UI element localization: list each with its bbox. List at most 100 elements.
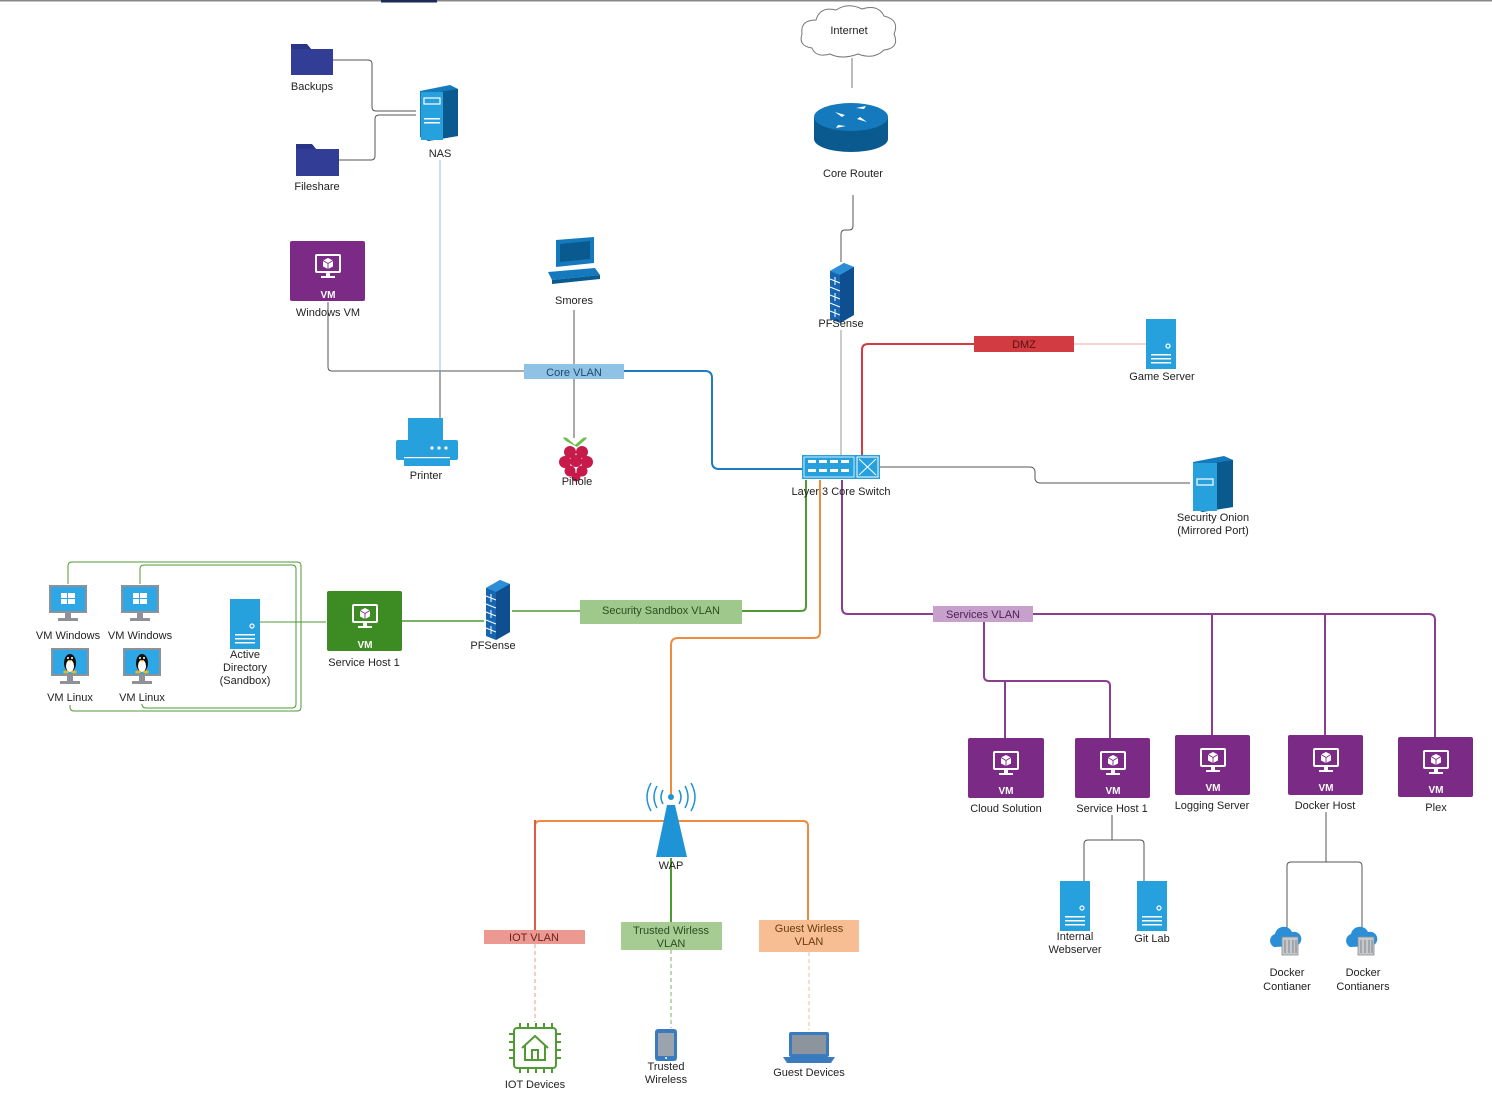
wireless-access-point-icon bbox=[646, 782, 696, 857]
pihole-label: Pihole bbox=[562, 476, 593, 488]
docker-container-label: Docker bbox=[1270, 967, 1305, 979]
internal-webserver-label: Internal bbox=[1057, 931, 1094, 943]
iot-chip-icon bbox=[509, 1023, 561, 1073]
backups-label: Backups bbox=[291, 81, 334, 93]
svg-text:IOT VLAN: IOT VLAN bbox=[509, 932, 559, 944]
fileshare-label: Fileshare bbox=[294, 181, 339, 193]
security-onion-label: Security Onion bbox=[1177, 512, 1249, 524]
vlan-tag-guest-wireless: Guest Wirless VLAN bbox=[759, 920, 859, 952]
svg-text:Core VLAN: Core VLAN bbox=[546, 367, 602, 379]
vlan-tag-dmz: DMZ bbox=[974, 336, 1074, 352]
docker-container-label: Docker bbox=[1346, 967, 1381, 979]
service-host-sandbox-box: VM bbox=[327, 591, 402, 651]
wap-label: WAP bbox=[659, 860, 684, 872]
folder-icon bbox=[291, 44, 333, 75]
active-directory-label: Active bbox=[230, 649, 260, 661]
svg-text:VM: VM bbox=[358, 640, 373, 651]
logging-server-label: Logging Server bbox=[1175, 800, 1250, 812]
tablet-icon bbox=[655, 1029, 677, 1061]
docker-host-label: Docker Host bbox=[1295, 800, 1356, 812]
docker-container-label: Contianers bbox=[1336, 981, 1390, 993]
svg-text:DMZ: DMZ bbox=[1012, 339, 1036, 351]
vm-linux-label: VM Linux bbox=[47, 692, 93, 704]
docker-host-vm-box: VM bbox=[1288, 735, 1363, 795]
service-host-sandbox-label: Service Host 1 bbox=[328, 657, 400, 669]
svg-text:VM: VM bbox=[1206, 783, 1221, 794]
router-icon bbox=[814, 103, 888, 152]
window-tab-marker bbox=[381, 0, 437, 3]
windows-monitor-icon bbox=[49, 585, 87, 621]
active-directory-label: (Sandbox) bbox=[220, 675, 271, 687]
svg-text:Security Sandbox VLAN: Security Sandbox VLAN bbox=[602, 605, 720, 617]
game-server-icon bbox=[1145, 318, 1177, 370]
cloud-solution-vm-box: VM bbox=[968, 738, 1044, 798]
active-directory-label: Directory bbox=[223, 662, 268, 674]
docker-container-icon bbox=[1269, 926, 1302, 956]
vlan-tag-core: Core VLAN bbox=[524, 364, 624, 379]
plex-vm-box: VM bbox=[1398, 737, 1473, 797]
gitlab-label: Git Lab bbox=[1134, 933, 1169, 945]
pfsense-firewall-icon bbox=[485, 579, 511, 641]
svg-text:VLAN: VLAN bbox=[657, 938, 686, 950]
cloud-solution-label: Cloud Solution bbox=[970, 803, 1042, 815]
nas-label: NAS bbox=[429, 148, 452, 160]
connections bbox=[67, 58, 1436, 1030]
docker-container-label: Contianer bbox=[1263, 981, 1311, 993]
vm-linux-label: VM Linux bbox=[119, 692, 165, 704]
nas-server-icon bbox=[420, 85, 458, 141]
vm-windows-label: VM Windows bbox=[36, 630, 101, 642]
linux-monitor-icon bbox=[123, 648, 161, 684]
vlan-tag-security-sandbox: Security Sandbox VLAN bbox=[580, 600, 742, 624]
l3-switch-label: Layer 3 Core Switch bbox=[791, 486, 890, 498]
svg-text:Services VLAN: Services VLAN bbox=[946, 609, 1020, 621]
windows-monitor-icon bbox=[121, 585, 159, 621]
svg-text:VM: VM bbox=[1319, 783, 1334, 794]
service-host-vm-box: VM bbox=[1075, 738, 1150, 798]
linux-monitor-icon bbox=[51, 648, 89, 684]
gitlab-server-icon bbox=[1136, 880, 1168, 932]
svg-text:Trusted Wirless: Trusted Wirless bbox=[633, 925, 709, 937]
docker-container-icon bbox=[1345, 926, 1378, 956]
guest-devices-label: Guest Devices bbox=[773, 1067, 845, 1079]
windows-vm-label: Windows VM bbox=[296, 307, 360, 319]
vm-windows-label: VM Windows bbox=[108, 630, 173, 642]
folder-icon bbox=[296, 144, 339, 176]
internal-webserver-label: Webserver bbox=[1049, 944, 1102, 956]
vlan-tag-services: Services VLAN bbox=[933, 606, 1033, 622]
svg-text:VM: VM bbox=[999, 786, 1014, 797]
window-top-edge bbox=[0, 0, 1492, 2]
desktop-computer-icon bbox=[548, 237, 600, 284]
iot-devices-label: IOT Devices bbox=[505, 1079, 566, 1091]
svg-text:VM: VM bbox=[321, 290, 336, 301]
raspberry-pi-icon bbox=[559, 437, 593, 482]
vlan-tag-iot: IOT VLAN bbox=[484, 930, 585, 944]
pfsense-sandbox-label: PFSense bbox=[470, 640, 515, 652]
printer-label: Printer bbox=[410, 470, 443, 482]
security-onion-server-icon bbox=[1193, 456, 1233, 512]
logging-server-vm-box: VM bbox=[1175, 735, 1250, 795]
switch-icon bbox=[802, 455, 880, 479]
trusted-wireless-label: Trusted bbox=[648, 1061, 685, 1073]
laptop-icon bbox=[783, 1032, 835, 1063]
svg-text:VLAN: VLAN bbox=[795, 936, 824, 948]
pfsense-top-label: PFSense bbox=[818, 318, 863, 330]
trusted-wireless-label: Wireless bbox=[645, 1074, 688, 1086]
svg-text:VM: VM bbox=[1106, 786, 1121, 797]
printer-icon bbox=[396, 418, 458, 466]
core-router-label: Core Router bbox=[823, 168, 883, 180]
windows-vm-box: VM bbox=[290, 241, 365, 301]
active-directory-server-icon bbox=[229, 598, 261, 650]
game-server-label: Game Server bbox=[1129, 371, 1195, 383]
svg-text:Guest Wirless: Guest Wirless bbox=[775, 923, 844, 935]
security-onion-sublabel: (Mirrored Port) bbox=[1177, 525, 1249, 537]
svg-text:VM: VM bbox=[1429, 785, 1444, 796]
vlan-tag-trusted-wireless: Trusted Wirless VLAN bbox=[621, 922, 722, 950]
pfsense-firewall-icon bbox=[829, 262, 855, 324]
internet-label: Internet bbox=[830, 25, 867, 37]
smores-label: Smores bbox=[555, 295, 593, 307]
internet-cloud-icon bbox=[800, 5, 897, 58]
service-host-label: Service Host 1 bbox=[1076, 803, 1148, 815]
plex-label: Plex bbox=[1425, 802, 1447, 814]
internal-webserver-icon bbox=[1059, 880, 1091, 932]
